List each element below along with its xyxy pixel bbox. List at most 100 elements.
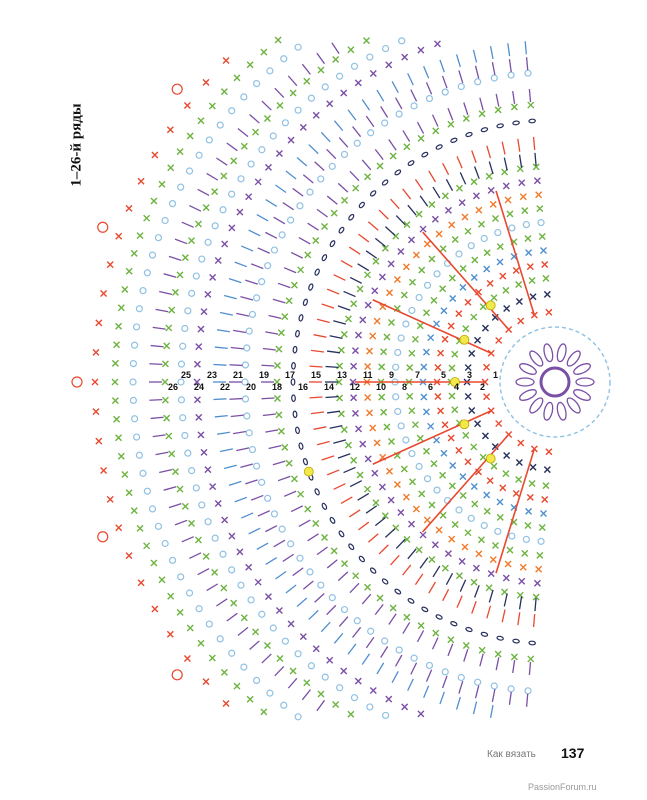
stitch-dc (507, 43, 511, 57)
stitch-dc (524, 41, 527, 55)
stitch-sc (385, 695, 393, 703)
stitch-chain (407, 160, 415, 167)
stitch-arch (269, 132, 277, 140)
stitch-sc (222, 700, 230, 708)
stitch-sc (499, 272, 507, 280)
stitch-sc (530, 311, 538, 319)
stitch-arch (245, 327, 253, 335)
stitch-sc (233, 682, 241, 690)
stitch-arch (457, 82, 465, 91)
stitch-dc (290, 505, 304, 513)
stitch-arch (392, 393, 400, 401)
stitch-sc (202, 552, 210, 560)
stitch-sc (489, 200, 497, 208)
stitch-dc (347, 109, 357, 121)
stitch-arch (433, 486, 441, 494)
stitch-arch (524, 69, 532, 77)
stitch-dc (474, 585, 480, 598)
stitch-sc (515, 298, 523, 306)
stitch-arch (507, 71, 515, 79)
stitch-arch (410, 102, 418, 110)
stitch-sc (304, 251, 312, 259)
stitch-sc (263, 115, 271, 123)
stitch-sc (512, 489, 520, 497)
stitch-arch (204, 238, 212, 246)
stitch-sc (240, 614, 248, 622)
stitch-dc (333, 274, 346, 281)
stitch-sc (166, 630, 174, 638)
stitch-arch (280, 55, 288, 63)
stitch-sc (344, 315, 352, 323)
stitch-sc (490, 462, 498, 470)
stitch-dc (525, 693, 529, 707)
stitch-sc (349, 378, 357, 386)
stitch-sc (252, 128, 260, 136)
stitch-sc (464, 364, 472, 372)
stitch-sc (254, 578, 262, 586)
stitch-arch (280, 701, 288, 709)
stitch-sc (528, 479, 536, 487)
stitch-sc (487, 349, 495, 357)
stitch-sc (536, 205, 544, 213)
stitch-dc (240, 296, 254, 301)
stitch-arch (474, 678, 482, 686)
stitch-dc (486, 145, 492, 159)
stitch-dc (326, 148, 337, 160)
stitch-sc (487, 186, 495, 194)
stitch-sc (211, 188, 219, 196)
stitch-arch (340, 150, 349, 159)
stitch-sc (485, 584, 493, 592)
stitch-sc (204, 466, 212, 474)
stitch-dc (149, 399, 163, 401)
stitch-sc (181, 502, 189, 510)
stitch-sc (125, 267, 133, 275)
stitch-sc (439, 471, 447, 479)
stitch-sc (371, 469, 379, 477)
stitch-sc (393, 481, 401, 489)
stitch-dc (357, 263, 370, 272)
centre-petal (519, 363, 537, 375)
stitch-arch (131, 341, 139, 349)
stitch-arch (240, 663, 248, 671)
stitch-dc (447, 107, 454, 121)
stitch-sc (422, 408, 430, 416)
stitch-sc (483, 491, 491, 499)
stitch-dc (349, 582, 360, 594)
stitch-dc (277, 475, 291, 482)
stitch-sc (117, 304, 125, 312)
stitch-chain (421, 606, 429, 613)
stitch-dc (348, 509, 361, 518)
stitch-sc (378, 393, 386, 401)
stitch-sc (524, 521, 532, 529)
stitch-sc (406, 364, 414, 372)
stitch-sc (378, 483, 386, 491)
stitch-arch (467, 242, 475, 250)
stitch-dc (441, 675, 448, 689)
stitch-arch (148, 505, 157, 513)
stitch-sc (297, 490, 305, 498)
row-label: 12 (350, 382, 360, 392)
stitch-sc (369, 332, 377, 340)
chart-title-wrap: 1–26-й ряды (62, 90, 92, 200)
stitch-dc (357, 492, 370, 501)
stitch-dc (248, 229, 261, 237)
stitch-sc (273, 394, 281, 402)
stitch-sc (347, 710, 355, 718)
stitch-chain (421, 151, 429, 158)
stitch-sc (285, 459, 293, 467)
stitch-arch (336, 684, 344, 692)
stitch-sc (378, 363, 386, 371)
stitch-dc (391, 80, 399, 94)
stitch-dc (309, 365, 323, 368)
stitch-dc (333, 632, 344, 644)
stitch-sc (275, 607, 283, 615)
stitch-sc (355, 331, 363, 339)
stitch-chain (321, 254, 328, 262)
stitch-sc (448, 274, 456, 282)
stitch-sc (220, 668, 228, 676)
stitch-arch (381, 711, 390, 720)
stitch-dc (310, 411, 325, 415)
centre-petal (529, 350, 544, 367)
row-label: 18 (272, 382, 282, 392)
stitch-chain (496, 123, 504, 129)
